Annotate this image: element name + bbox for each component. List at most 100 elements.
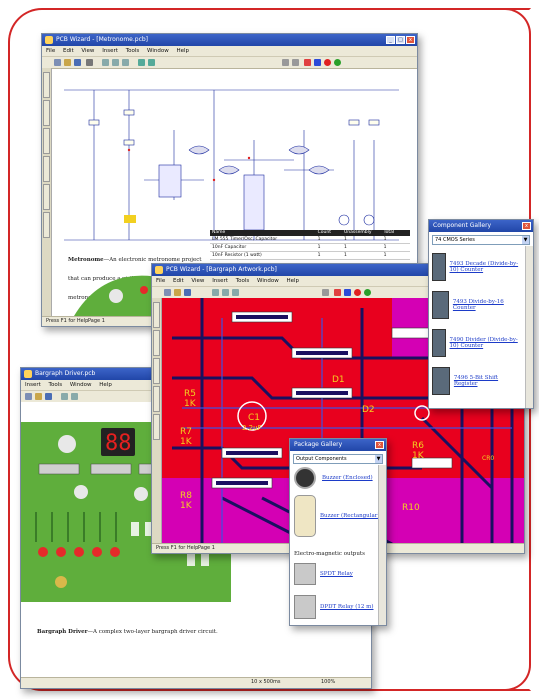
component-link[interactable]: 7496 5-Bit Shift Register bbox=[453, 375, 499, 387]
open-icon[interactable] bbox=[64, 59, 71, 66]
list-item[interactable]: 7496 5-Bit Shift Register bbox=[432, 362, 523, 400]
side-tab-properties[interactable] bbox=[153, 414, 160, 440]
component-link[interactable]: 7490 Divider (Divide-by-10) Counter bbox=[449, 337, 518, 349]
schematic-title: PCB Wizard - [Metronome.pcb] bbox=[56, 36, 149, 43]
paste-icon[interactable] bbox=[232, 289, 239, 296]
copy-icon[interactable] bbox=[71, 393, 78, 400]
close-button[interactable]: x bbox=[522, 222, 531, 230]
stop-icon[interactable] bbox=[324, 59, 331, 66]
probe-icon[interactable] bbox=[344, 289, 351, 296]
package-item[interactable]: Buzzer (Enclosed) bbox=[294, 467, 373, 489]
close-button[interactable]: x bbox=[375, 441, 384, 449]
side-tab-artwork[interactable] bbox=[153, 358, 160, 384]
menu-window[interactable]: Window bbox=[147, 48, 169, 54]
label-r8: R8 bbox=[180, 491, 192, 501]
package-gallery-dropdown[interactable]: Output Components ▼ bbox=[293, 454, 383, 464]
undo-icon[interactable] bbox=[138, 59, 145, 66]
minimize-button[interactable]: _ bbox=[386, 36, 395, 44]
open-icon[interactable] bbox=[174, 289, 181, 296]
schematic-page-label[interactable]: Page 1 bbox=[88, 318, 105, 324]
side-tab-components[interactable] bbox=[43, 156, 50, 182]
zoom-icon[interactable] bbox=[322, 289, 329, 296]
menu-tools[interactable]: Tools bbox=[125, 48, 140, 54]
probe-icon[interactable] bbox=[314, 59, 321, 66]
side-tab-components[interactable] bbox=[153, 386, 160, 412]
cut-icon[interactable] bbox=[212, 289, 219, 296]
menu-help[interactable]: Help bbox=[176, 48, 190, 54]
menu-file[interactable]: File bbox=[46, 48, 56, 54]
package-link[interactable]: Buzzer (Enclosed) bbox=[322, 475, 373, 481]
new-icon[interactable] bbox=[54, 59, 61, 66]
menu-tools[interactable]: Tools bbox=[235, 278, 250, 284]
component-gallery-list: 7493 Decade (Divide-by-10) Counter 7493 … bbox=[432, 248, 523, 400]
package-link[interactable]: DPDT Relay (12 m) bbox=[320, 604, 374, 610]
copy-icon[interactable] bbox=[222, 289, 229, 296]
menu-insert[interactable]: Insert bbox=[25, 382, 41, 388]
package-gallery-scrollbar[interactable] bbox=[378, 465, 386, 625]
grid-icon[interactable] bbox=[292, 59, 299, 66]
cell: 1 bbox=[383, 245, 387, 250]
stop-icon[interactable] bbox=[354, 289, 361, 296]
close-button[interactable]: x bbox=[406, 36, 415, 44]
copy-icon[interactable] bbox=[112, 59, 119, 66]
chevron-down-icon[interactable]: ▼ bbox=[522, 236, 529, 244]
chevron-down-icon[interactable]: ▼ bbox=[375, 455, 382, 463]
menu-view[interactable]: View bbox=[191, 278, 205, 284]
side-tab-gallery[interactable] bbox=[153, 302, 160, 328]
component-gallery-dropdown[interactable]: 74 CMOS Series ▼ bbox=[432, 235, 530, 245]
menu-help[interactable]: Help bbox=[286, 278, 300, 284]
menu-window[interactable]: Window bbox=[257, 278, 279, 284]
new-icon[interactable] bbox=[164, 289, 171, 296]
side-tab-circuit[interactable] bbox=[43, 100, 50, 126]
save-icon[interactable] bbox=[184, 289, 191, 296]
wire-icon[interactable] bbox=[304, 59, 311, 66]
menu-help[interactable]: Help bbox=[99, 382, 112, 388]
list-item[interactable]: 7493 Decade (Divide-by-10) Counter bbox=[432, 248, 523, 286]
component-gallery-scrollbar[interactable] bbox=[525, 246, 533, 408]
side-tab-properties[interactable] bbox=[43, 184, 50, 210]
label-cr0: CR0 bbox=[482, 455, 494, 462]
side-tab-gallery[interactable] bbox=[43, 72, 50, 98]
component-link[interactable]: 7493 Divide-by-16 Counter bbox=[452, 299, 504, 311]
menu-edit[interactable]: Edit bbox=[62, 48, 74, 54]
label-c1: C1 bbox=[248, 413, 260, 423]
package-link[interactable]: SPDT Relay bbox=[320, 571, 353, 577]
menu-insert[interactable]: Insert bbox=[102, 48, 118, 54]
side-tab-fitted[interactable] bbox=[43, 212, 50, 238]
run-icon[interactable] bbox=[334, 59, 341, 66]
zoom-icon[interactable] bbox=[282, 59, 289, 66]
menu-view[interactable]: View bbox=[81, 48, 95, 54]
maximize-button[interactable]: □ bbox=[396, 36, 405, 44]
side-tab-circuit[interactable] bbox=[153, 330, 160, 356]
cut-icon[interactable] bbox=[61, 393, 68, 400]
menu-insert[interactable]: Insert bbox=[212, 278, 228, 284]
menu-file[interactable]: File bbox=[156, 278, 166, 284]
redo-icon[interactable] bbox=[148, 59, 155, 66]
side-tab-artwork[interactable] bbox=[43, 128, 50, 154]
save-icon[interactable] bbox=[74, 59, 81, 66]
list-item[interactable]: 7493 Divide-by-16 Counter bbox=[432, 286, 523, 324]
menu-window[interactable]: Window bbox=[69, 382, 92, 388]
bargraph-title: Bargraph Driver.pcb bbox=[35, 370, 96, 377]
package-item[interactable]: Buzzer (Rectangular) bbox=[294, 495, 380, 537]
paste-icon[interactable] bbox=[122, 59, 129, 66]
cell: 1 bbox=[317, 237, 321, 242]
menu-edit[interactable]: Edit bbox=[172, 278, 184, 284]
new-icon[interactable] bbox=[25, 393, 32, 400]
menu-tools[interactable]: Tools bbox=[48, 382, 63, 388]
package-item[interactable]: SPDT Relay bbox=[294, 563, 353, 585]
run-icon[interactable] bbox=[364, 289, 371, 296]
app-icon bbox=[24, 370, 32, 378]
track-icon[interactable] bbox=[334, 289, 341, 296]
print-icon[interactable] bbox=[86, 59, 93, 66]
package-link[interactable]: Buzzer (Rectangular) bbox=[320, 513, 380, 519]
label-r5: R5 bbox=[184, 389, 196, 399]
seven-seg-display: 88 bbox=[105, 431, 132, 456]
pcb-page-label[interactable]: Page 1 bbox=[198, 545, 215, 551]
component-link[interactable]: 7493 Decade (Divide-by-10) Counter bbox=[449, 261, 519, 273]
cut-icon[interactable] bbox=[102, 59, 109, 66]
list-item[interactable]: 7490 Divider (Divide-by-10) Counter bbox=[432, 324, 523, 362]
package-item[interactable]: DPDT Relay (12 m) bbox=[294, 595, 373, 619]
open-icon[interactable] bbox=[35, 393, 42, 400]
save-icon[interactable] bbox=[45, 393, 52, 400]
